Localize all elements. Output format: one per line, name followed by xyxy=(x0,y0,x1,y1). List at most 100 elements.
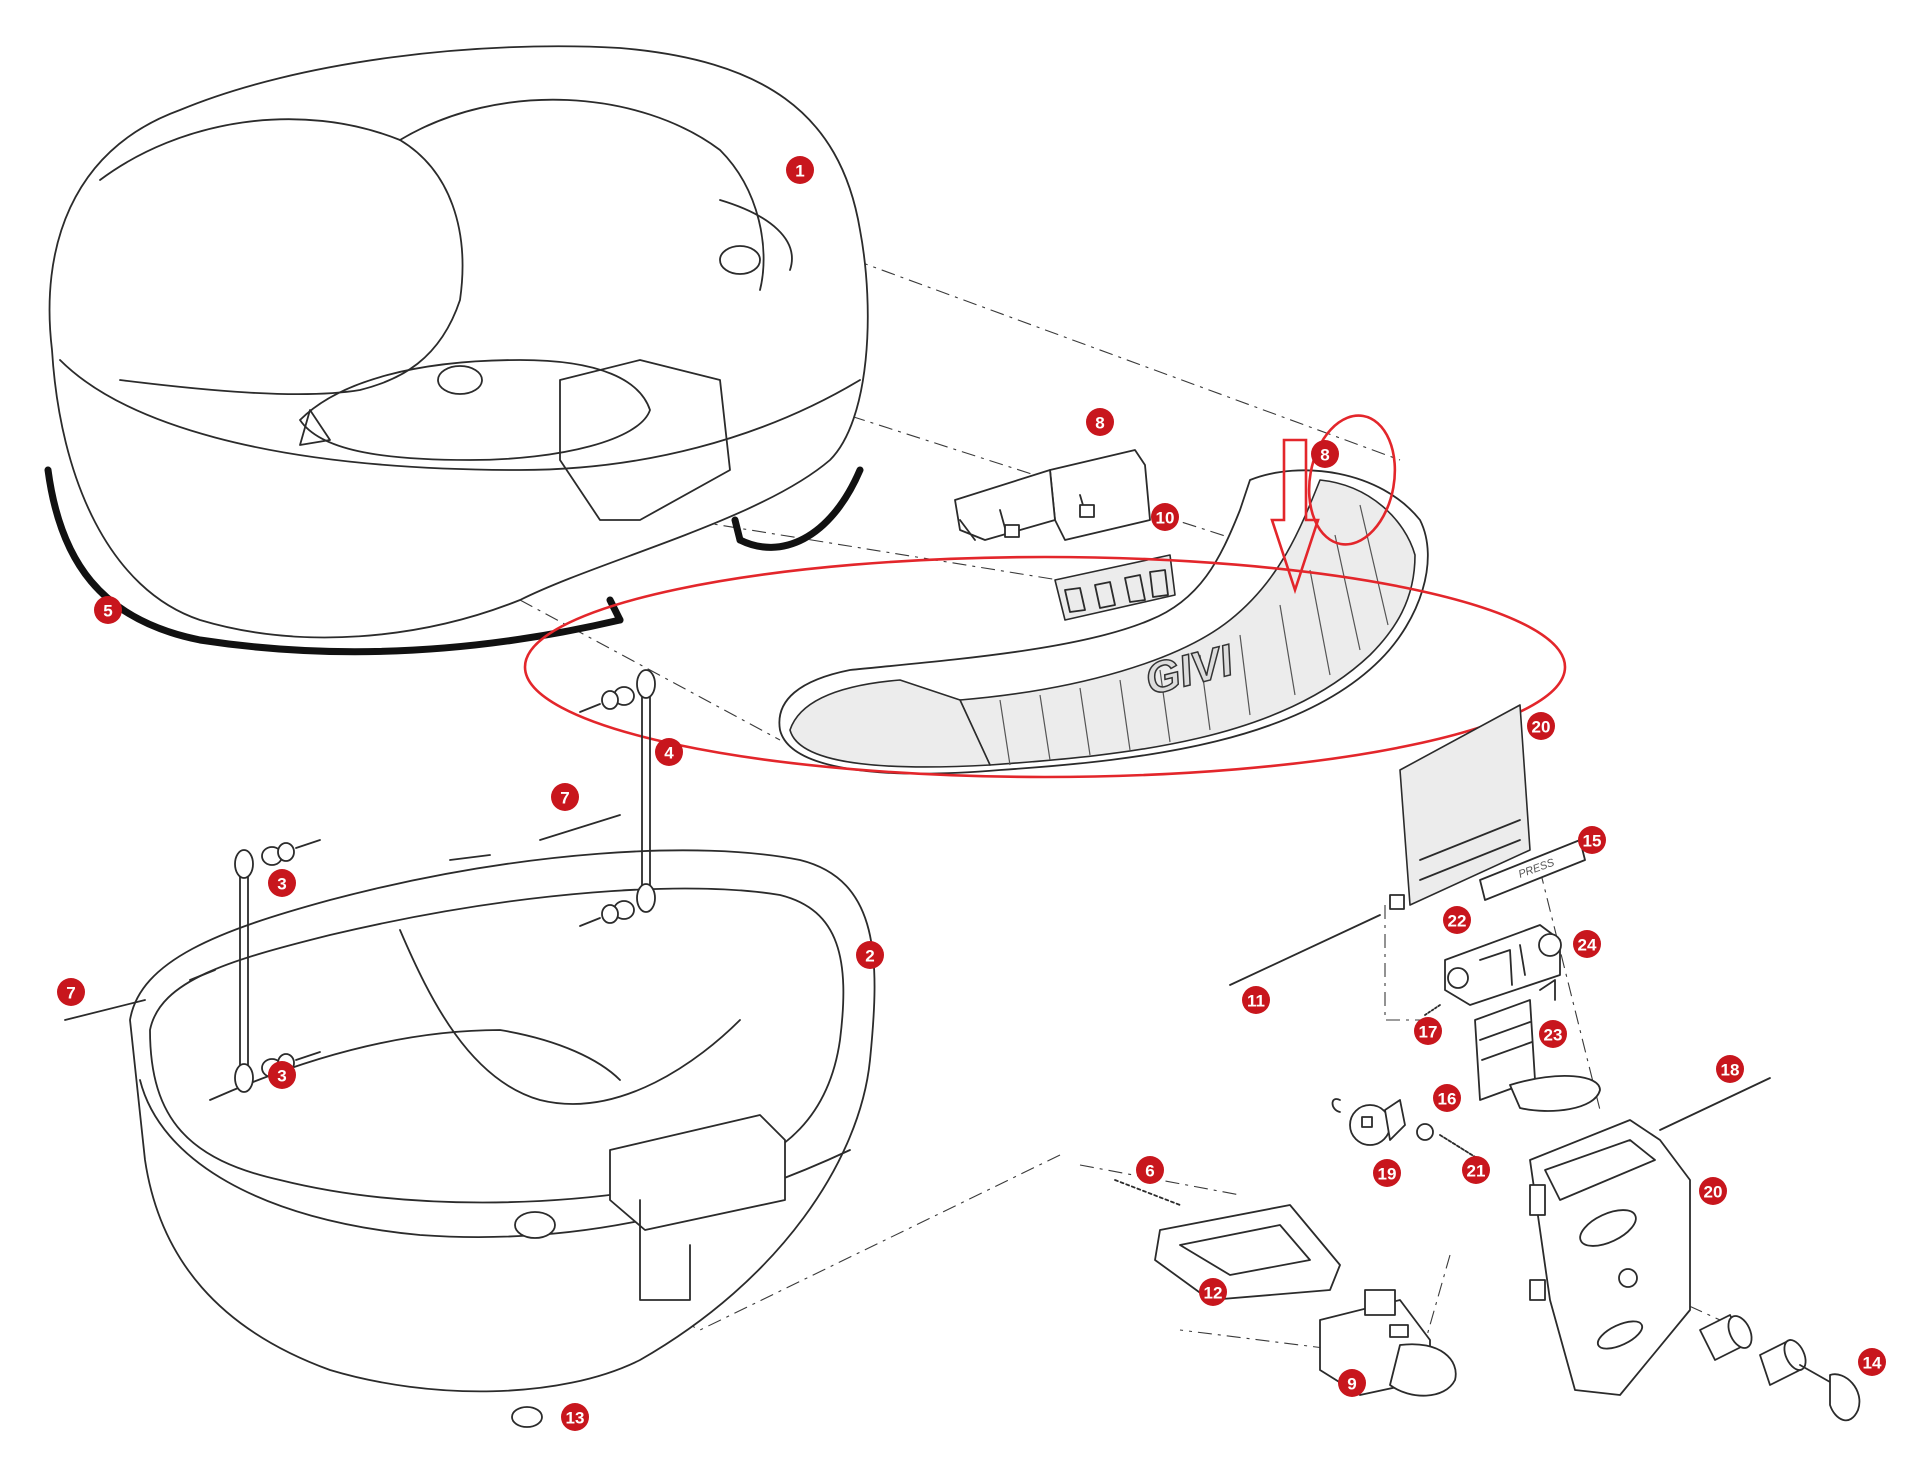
callout-number: 3 xyxy=(277,875,286,894)
callout-number: 11 xyxy=(1247,992,1265,1011)
callout-4: 4 xyxy=(655,738,683,766)
callout-number: 16 xyxy=(1438,1090,1457,1109)
cover-plate-upper-part xyxy=(1389,704,1531,910)
callout-circle xyxy=(1573,930,1601,958)
hinge-pin-lower xyxy=(1229,914,1381,986)
callout-number: 14 xyxy=(1863,1354,1882,1373)
callout-circle xyxy=(1539,1020,1567,1048)
callout-circle xyxy=(856,941,884,969)
callout-18: 18 xyxy=(1716,1055,1744,1083)
callout-circle xyxy=(1414,1017,1442,1045)
callout-13: 13 xyxy=(561,1403,589,1431)
callout-3: 3 xyxy=(268,1061,296,1089)
callout-12: 12 xyxy=(1199,1278,1227,1306)
callout-6: 6 xyxy=(1136,1156,1164,1184)
callout-number: 2 xyxy=(865,947,874,966)
highlight-ellipse-pad xyxy=(523,555,1567,779)
lock-barrel-key-parts xyxy=(1699,1314,1861,1422)
lock-mechanism-parts xyxy=(1424,924,1562,1016)
callout-circle xyxy=(268,1061,296,1089)
callout-7: 7 xyxy=(551,783,579,811)
lid-gasket-segment xyxy=(606,516,744,624)
callout-number: 22 xyxy=(1448,912,1467,931)
callout-number: 7 xyxy=(66,984,75,1003)
callout-circle xyxy=(786,156,814,184)
callout-10: 10 xyxy=(1151,503,1179,531)
callout-number: 12 xyxy=(1204,1284,1223,1303)
callout-number: 19 xyxy=(1378,1165,1397,1184)
callout-number: 8 xyxy=(1095,414,1104,433)
callout-badges: 1233456778891011121314151617181920202122… xyxy=(57,156,1886,1431)
callout-20: 20 xyxy=(1527,712,1555,740)
callout-24: 24 xyxy=(1573,930,1601,958)
callout-number: 17 xyxy=(1419,1023,1438,1042)
callout-number: 23 xyxy=(1544,1026,1563,1045)
callout-number: 6 xyxy=(1145,1162,1154,1181)
callout-circle xyxy=(94,596,122,624)
lid-part xyxy=(48,45,869,639)
callout-number: 7 xyxy=(560,789,569,808)
callout-circle xyxy=(551,783,579,811)
drain-plug-part xyxy=(511,1406,543,1428)
lock-cam-parts xyxy=(1331,1098,1481,1161)
callout-circle xyxy=(268,869,296,897)
callout-number: 8 xyxy=(1320,446,1329,465)
latch-slide-parts xyxy=(1114,1179,1341,1301)
callout-19: 19 xyxy=(1373,1159,1401,1187)
callout-circle xyxy=(1527,712,1555,740)
highlight-ellipse-tab xyxy=(1307,414,1397,546)
callout-circle xyxy=(1373,1159,1401,1187)
callout-circle xyxy=(1311,440,1339,468)
callout-14: 14 xyxy=(1858,1348,1886,1376)
callout-23: 23 xyxy=(1539,1020,1567,1048)
callout-number: 10 xyxy=(1156,509,1175,528)
callout-17: 17 xyxy=(1414,1017,1442,1045)
callout-number: 13 xyxy=(566,1409,585,1428)
callout-number: 18 xyxy=(1721,1061,1740,1080)
callout-7: 7 xyxy=(57,978,85,1006)
latch-part xyxy=(1474,999,1601,1112)
callout-number: 20 xyxy=(1532,718,1551,737)
callout-number: 24 xyxy=(1578,936,1597,955)
callout-number: 20 xyxy=(1704,1183,1723,1202)
callout-11: 11 xyxy=(1242,986,1270,1014)
givi-badge-part xyxy=(1054,554,1176,621)
callout-circle xyxy=(1578,826,1606,854)
callout-number: 21 xyxy=(1467,1162,1486,1181)
callout-circle xyxy=(1443,906,1471,934)
hinge-pin-parts xyxy=(64,814,621,1021)
callout-8: 8 xyxy=(1311,440,1339,468)
callout-16: 16 xyxy=(1433,1084,1461,1112)
callout-1: 1 xyxy=(786,156,814,184)
callout-circle xyxy=(1242,986,1270,1014)
callout-9: 9 xyxy=(1338,1369,1366,1397)
callout-15: 15 xyxy=(1578,826,1606,854)
callout-8: 8 xyxy=(1086,408,1114,436)
callout-2: 2 xyxy=(856,941,884,969)
callout-number: 3 xyxy=(277,1067,286,1086)
callout-circle xyxy=(655,738,683,766)
callout-number: 9 xyxy=(1347,1375,1356,1394)
callout-circle xyxy=(1462,1156,1490,1184)
callout-circle xyxy=(1086,408,1114,436)
callout-21: 21 xyxy=(1462,1156,1490,1184)
callout-number: 4 xyxy=(664,744,674,763)
callout-number: 15 xyxy=(1583,832,1602,851)
callout-circle xyxy=(1699,1177,1727,1205)
callout-circle xyxy=(57,978,85,1006)
callout-circle xyxy=(1858,1348,1886,1376)
callout-number: 5 xyxy=(103,602,112,621)
backrest-pad-part: GIVI xyxy=(778,469,1429,775)
callout-number: 1 xyxy=(795,162,804,181)
lock-housing-pin xyxy=(1659,1077,1771,1131)
callout-circle xyxy=(1338,1369,1366,1397)
callout-22: 22 xyxy=(1443,906,1471,934)
callout-3: 3 xyxy=(268,869,296,897)
callout-circle xyxy=(561,1403,589,1431)
callout-circle xyxy=(1151,503,1179,531)
callout-circle xyxy=(1199,1278,1227,1306)
lock-housing-part xyxy=(1529,1119,1691,1396)
highlight-down-arrow xyxy=(1270,438,1320,595)
lid-gasket xyxy=(44,466,864,656)
